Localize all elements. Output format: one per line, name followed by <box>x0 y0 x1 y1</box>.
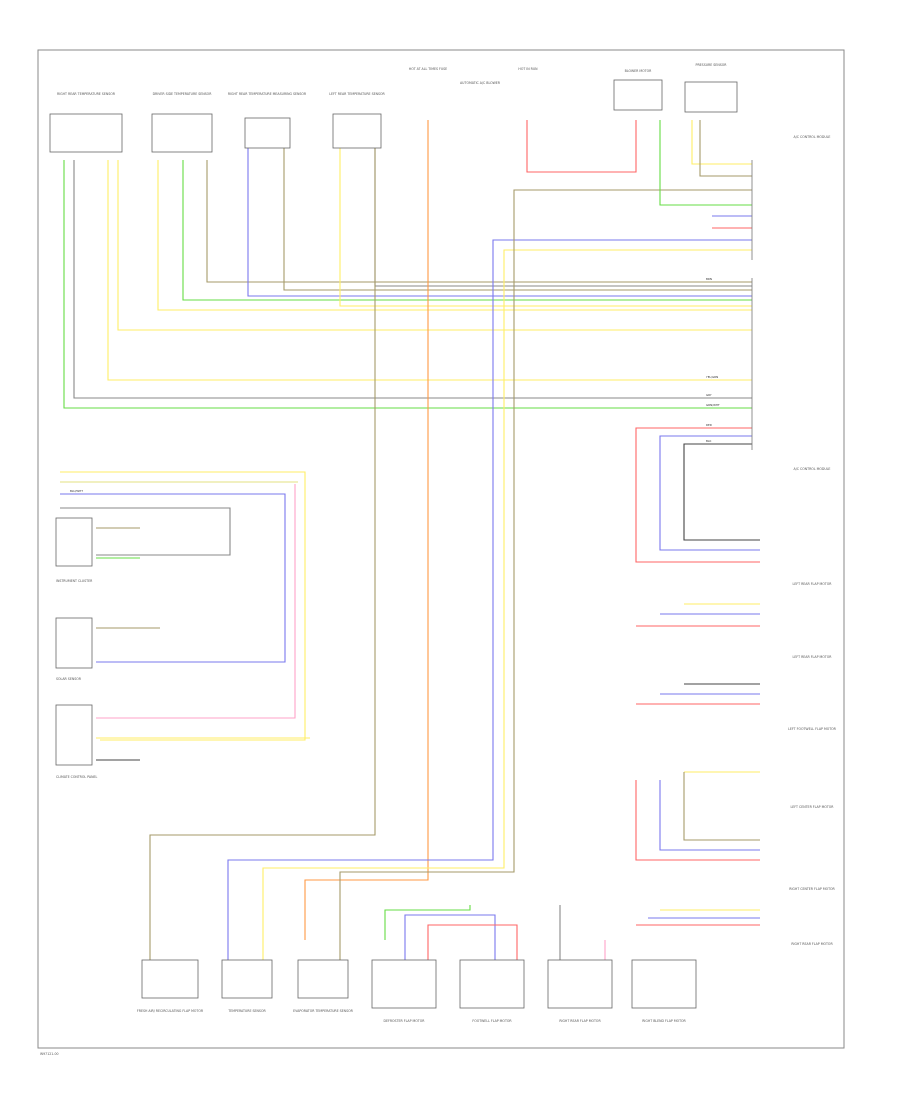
hot-in-run-label: HOT IN RUN <box>518 67 538 71</box>
right-module-label-8: RIGHT REAR FLAP MOTOR <box>791 942 833 946</box>
wire-yellow-left <box>60 471 306 741</box>
wire-label-green: GRN/WHT <box>706 403 720 407</box>
wire-blue-left <box>60 493 286 663</box>
left-module-climate-panel <box>55 704 93 766</box>
wire-brown-right-3 <box>683 772 760 841</box>
bottom-module-label-3: EVAPORATOR TEMPERATURE SENSOR <box>293 1009 353 1013</box>
bottom-module-label-6: RIGHT REAR FLAP MOTOR <box>559 1019 601 1023</box>
wire-brown-long-2 <box>339 189 752 960</box>
wire-yellow-long <box>262 249 752 960</box>
bottom-module-3 <box>297 959 349 999</box>
module-right-rear-temp-sensor <box>49 113 123 153</box>
right-module-label-6: LEFT CENTER FLAP MOTOR <box>790 805 834 809</box>
wire-label-red: RED <box>706 423 712 427</box>
bottom-module-1 <box>141 959 199 999</box>
bottom-module-6 <box>547 959 613 1009</box>
wire-brown-1 <box>206 160 752 283</box>
bottom-module-label-5: FOOTWELL FLAP MOTOR <box>472 1019 512 1023</box>
left-module-instrument-cluster <box>55 517 93 567</box>
fuse-label: HOT AT ALL TIMES FUSE <box>409 67 447 71</box>
bottom-module-label-2: TEMPERATURE SENSOR <box>227 1009 266 1013</box>
wire-grey-top <box>73 160 752 399</box>
wire-brown-2 <box>283 140 752 291</box>
wire-brown-long <box>149 140 376 960</box>
right-module-label-2: A/C CONTROL MODULE <box>794 467 831 471</box>
module-label-3: RIGHT REAR TEMPERATURE MEASURING SENSOR <box>228 92 307 96</box>
diagram-frame <box>37 49 845 1049</box>
wire-yellow-3 <box>157 160 752 311</box>
wire-blue-1 <box>247 140 752 297</box>
bottom-module-5 <box>459 959 525 1009</box>
module-left-rear-temp-sensor <box>332 113 382 149</box>
bottom-modules: FRESH AIR/ RECIRCULATING FLAP MOTOR TEMP… <box>137 959 697 1023</box>
wire-red-right-3 <box>635 780 760 861</box>
wire-label-blue: BLU/WHT <box>70 489 83 493</box>
right-module-label-1: A/C CONTROL MODULE <box>794 135 831 139</box>
wire-brown-top <box>699 120 752 177</box>
wire-blue-long <box>227 239 752 960</box>
wire-green-2 <box>182 160 752 301</box>
module-right-rear-measuring-sensor <box>244 117 291 149</box>
left-module-label-1: INSTRUMENT CLUSTER <box>56 579 93 583</box>
wire-labels: YEL/GRN GRN/WHT BLU/WHT RED BRN GRY BLK <box>70 277 720 493</box>
wire-green-top <box>659 120 752 206</box>
module-driver-temp-sensor <box>151 113 213 153</box>
wires <box>60 120 760 960</box>
right-module-label-5: LEFT FOOTWELL FLAP MOTOR <box>788 727 837 731</box>
blower-label: AUTOMATIC A/C BLOWER <box>460 81 501 85</box>
bottom-module-label-1: FRESH AIR/ RECIRCULATING FLAP MOTOR <box>137 1009 204 1013</box>
module-label-pressure: PRESSURE SENSOR <box>696 63 728 67</box>
left-modules: INSTRUMENT CLUSTER SOLAR SENSOR CLIMATE … <box>55 517 97 779</box>
wire-grey-2 <box>374 140 752 287</box>
wire-yellow-main <box>107 160 752 381</box>
module-label-1: RIGHT REAR TEMPERATURE SENSOR <box>57 92 116 96</box>
left-module-label-3: CLIMATE CONTROL PANEL <box>56 775 97 779</box>
bottom-module-7 <box>631 959 697 1009</box>
wire-black-right <box>683 443 760 541</box>
bottom-module-4 <box>371 959 437 1009</box>
wire-yellow-2 <box>117 160 752 331</box>
wire-pink-left <box>96 484 296 719</box>
wire-red-top <box>526 120 637 173</box>
bottom-module-2 <box>221 959 273 999</box>
right-modules: A/C CONTROL MODULE A/C CONTROL MODULE LE… <box>751 135 837 946</box>
wire-yellow-4 <box>339 140 752 307</box>
module-label-blower: BLOWER MOTOR <box>625 69 652 73</box>
top-modules: RIGHT REAR TEMPERATURE SENSOR DRIVER SID… <box>49 63 738 153</box>
wire-label-grey: GRY <box>706 393 712 397</box>
module-blower-motor <box>613 79 663 111</box>
wire-red-right <box>635 427 760 563</box>
left-module-label-2: SOLAR SENSOR <box>56 677 82 681</box>
wire-label-black: BLK <box>706 439 711 443</box>
left-module-solar-sensor <box>55 617 93 669</box>
right-module-label-7: RIGHT CENTER FLAP MOTOR <box>789 887 835 891</box>
wire-green-main <box>63 160 752 409</box>
footer-code: W97121-00 <box>40 1052 59 1056</box>
wire-blue-right-3 <box>659 780 760 851</box>
module-label-4: LEFT REAR TEMPERATURE SENSOR <box>329 92 385 96</box>
wire-label-yellow: YEL/GRN <box>706 375 718 379</box>
right-module-label-4: LEFT REAR FLAP MOTOR <box>793 655 833 659</box>
module-pressure-sensor <box>684 81 738 113</box>
wire-grey-left <box>60 507 231 556</box>
wire-red-bottom <box>427 924 518 960</box>
wire-label-brown: BRN <box>706 277 712 281</box>
bottom-module-label-7: RIGHT BLEND FLAP MOTOR <box>642 1019 686 1023</box>
module-label-2: DRIVER SIDE TEMPERATURE SENSOR <box>153 92 213 96</box>
wire-yellow-top <box>691 120 752 165</box>
wire-blue-right <box>659 435 760 551</box>
wire-green-bottom <box>384 905 471 940</box>
right-module-label-3: LEFT REAR FLAP MOTOR <box>793 582 833 586</box>
wire-blue-bottom <box>404 914 496 960</box>
wire-orange-long <box>304 120 429 940</box>
bottom-module-label-4: DEFROSTER FLAP MOTOR <box>384 1019 426 1023</box>
